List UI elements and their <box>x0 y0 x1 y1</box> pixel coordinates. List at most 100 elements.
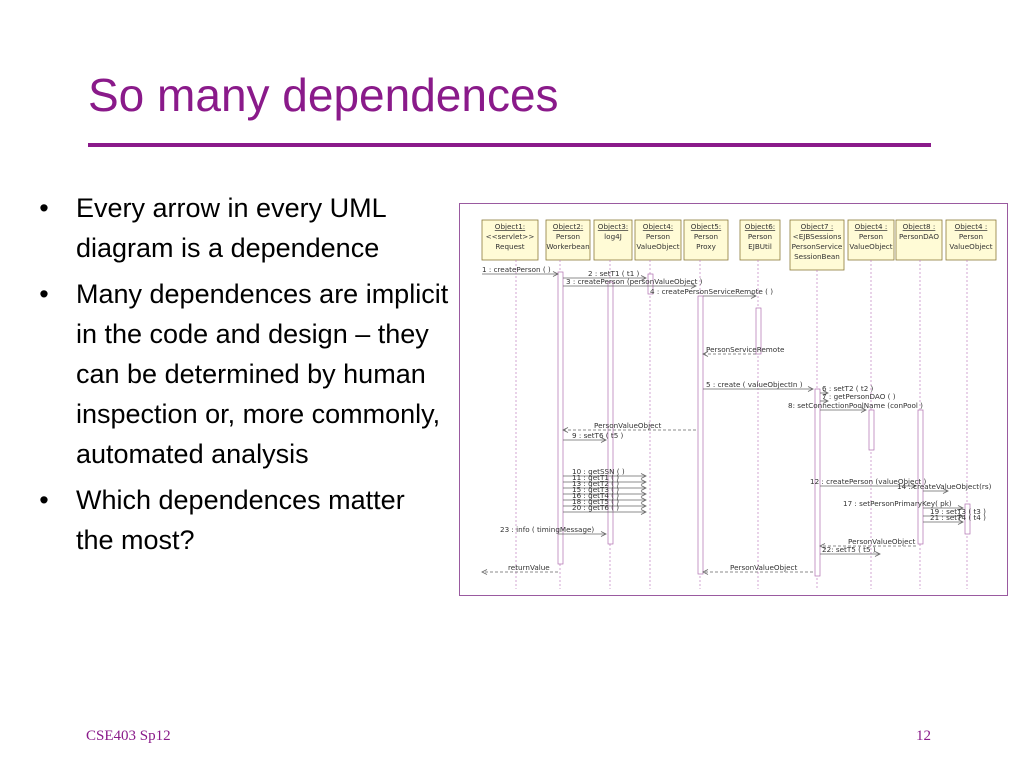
arrowhead <box>702 569 709 575</box>
object-box <box>593 219 633 261</box>
arrowhead <box>552 271 559 277</box>
object-label: PersonDAO <box>899 232 939 241</box>
message-label: 3 : createPerson (personValueObject ) <box>566 277 703 286</box>
message-label: 22: setT5 ( t5 ) <box>822 545 876 554</box>
message-label: 10 : getSSN ( ) <box>572 467 625 476</box>
object-box <box>789 219 845 271</box>
object-label: ValueObject <box>949 242 992 251</box>
arrowhead <box>942 488 949 494</box>
message-label: 15 : getT3 ( ) <box>572 485 619 494</box>
object-label: Object2: <box>553 222 583 231</box>
object-label: Object8 : <box>903 222 936 231</box>
arrowhead <box>640 473 647 479</box>
object-box <box>847 219 895 261</box>
slide-title: So many dependences <box>88 69 559 121</box>
arrowhead <box>640 275 647 281</box>
bullet-marker: • <box>39 193 49 223</box>
object-box <box>683 219 729 261</box>
bullet-text: Many dependences are implicit in the cod… <box>76 279 449 469</box>
object-label: ValueObject <box>636 242 679 251</box>
arrowhead <box>702 351 709 357</box>
message-label: 23 : info ( timingMessage) <box>500 525 594 534</box>
arrowhead <box>822 398 829 404</box>
object-box <box>545 219 591 261</box>
sequence-diagram-canvas: Object1:<<servlet>>RequestObject2:Person… <box>481 219 997 589</box>
arrowhead <box>957 505 964 511</box>
object-label: log4J <box>604 232 622 241</box>
arrowhead <box>957 519 964 525</box>
title-underline <box>88 143 931 147</box>
message-label: 9 : setT6 ( t5 ) <box>572 431 624 440</box>
arrowhead <box>860 407 867 413</box>
bullet-item: • Every arrow in every UML diagram is a … <box>34 188 449 268</box>
object-label: Person <box>694 232 718 241</box>
message-label: 5 : create ( valueObjectIn ) <box>706 380 803 389</box>
message-label: 12 : createPerson (valueObject ) <box>810 477 927 486</box>
message-label: 4 : createPersonServiceRemote ( ) <box>650 287 773 296</box>
activation-bar <box>814 388 821 577</box>
object-box <box>945 219 997 261</box>
message-label: 7 : getPersonDAO ( ) <box>822 392 896 401</box>
object-label: Proxy <box>696 242 716 251</box>
message-label: PersonValueObject <box>848 537 915 546</box>
object-label: Person <box>859 232 883 241</box>
bullet-text: Every arrow in every UML diagram is a de… <box>76 193 386 263</box>
object-label: Object4: <box>643 222 673 231</box>
activation-bar <box>647 273 654 295</box>
message-label: 2 : setT1 ( t1 ) <box>588 269 640 278</box>
arrowhead <box>640 503 647 509</box>
message-label: PersonValueObject <box>594 421 661 430</box>
message-label: PersonValueObject <box>730 563 797 572</box>
activation-bar <box>607 281 614 545</box>
message-label: 16 : getT4 ( ) <box>572 491 619 500</box>
object-label: Object5: <box>691 222 721 231</box>
arrowhead <box>807 386 814 392</box>
message-label: PersonServiceRemote <box>706 345 785 354</box>
object-label: Object1: <box>495 222 525 231</box>
activation-bar <box>964 503 971 535</box>
bullet-text: Which dependences matter the most? <box>76 485 405 555</box>
message-label: 8: setConnectionPoolName (conPool ) <box>788 401 923 410</box>
arrowhead <box>640 497 647 503</box>
activation-bar <box>755 307 762 355</box>
object-box <box>481 219 539 261</box>
message-label: 13 : getT2 ( ) <box>572 479 619 488</box>
activation-bar <box>917 409 924 545</box>
object-label: Person <box>959 232 983 241</box>
message-label: 6 : setT2 ( t2 ) <box>822 384 874 393</box>
object-label: Person <box>748 232 772 241</box>
message-label: 19 : setT3 ( t3 ) <box>930 507 986 516</box>
message-label: 20 : getT6 ( ) <box>572 503 619 512</box>
arrowhead <box>640 491 647 497</box>
activation-bar <box>868 409 875 451</box>
message-label: 1 : createPerson ( ) <box>482 265 551 274</box>
arrowhead <box>910 483 917 489</box>
object-label: Object4 : <box>955 222 988 231</box>
object-label: Person <box>646 232 670 241</box>
arrowhead <box>600 531 607 537</box>
bullet-marker: • <box>39 279 49 309</box>
message-label: returnValue <box>508 563 550 572</box>
bullet-item: • Which dependences matter the most? <box>34 480 449 560</box>
message-label: 21 : setT4 ( t4 ) <box>930 513 986 522</box>
bullet-item: • Many dependences are implicit in the c… <box>34 274 449 474</box>
object-box <box>634 219 682 261</box>
object-label: Request <box>495 242 524 251</box>
arrowhead <box>640 485 647 491</box>
object-label: <<servlet>> <box>486 232 535 241</box>
object-label: Object3: <box>598 222 628 231</box>
object-label: SessionBean <box>794 252 840 261</box>
object-label: Person <box>556 232 580 241</box>
activation-bar <box>557 271 564 565</box>
message-label: 11 : getT1 ( ) <box>572 473 619 482</box>
object-label: Object6: <box>745 222 775 231</box>
bullet-list: • Every arrow in every UML diagram is a … <box>34 188 449 566</box>
object-label: EJBUtil <box>748 242 772 251</box>
object-box <box>895 219 943 261</box>
object-label: Workerbean <box>546 242 589 251</box>
arrowhead <box>750 293 757 299</box>
arrowhead <box>957 513 964 519</box>
object-label: <EJBSessions <box>793 232 842 241</box>
message-label: 14 : createValueObject(rs) <box>897 482 992 491</box>
